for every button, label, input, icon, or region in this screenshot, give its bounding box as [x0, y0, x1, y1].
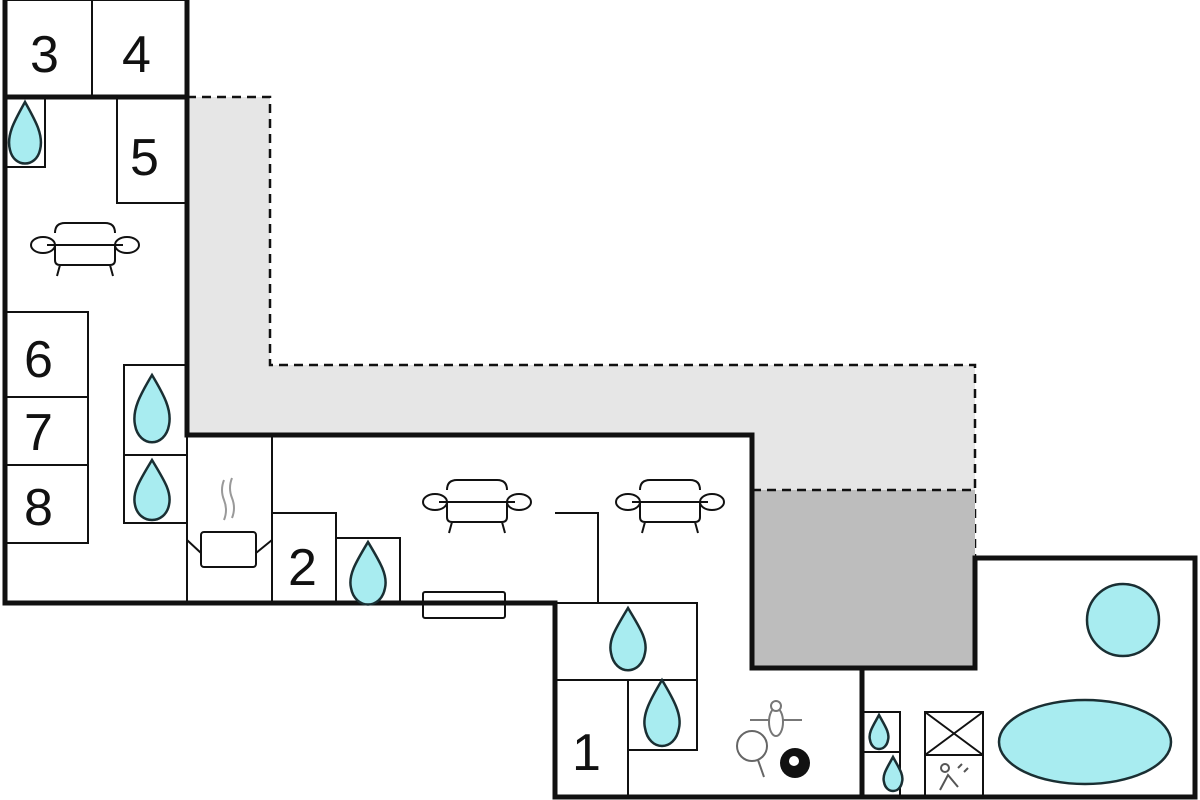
radiator-icon — [422, 591, 506, 619]
sofa-icon — [30, 222, 140, 277]
bathroom-box — [4, 96, 46, 168]
room-number-3: 3 — [30, 26, 59, 84]
sauna-icon — [939, 763, 969, 791]
hot-tub-icon — [1085, 582, 1161, 658]
water-drop-icon — [868, 712, 890, 751]
foosball-icon — [750, 700, 802, 737]
pool-icon — [997, 698, 1173, 786]
stove-icon — [186, 477, 273, 568]
room-number-6: 6 — [24, 331, 53, 389]
room-number-8: 8 — [24, 479, 53, 537]
sofa-icon — [422, 479, 532, 534]
sauna-room — [924, 754, 984, 798]
water-drop-icon — [643, 677, 681, 748]
water-drop-icon — [882, 754, 904, 793]
table-tennis-icon — [736, 730, 768, 778]
room-8 — [4, 464, 89, 544]
terrace-dashed-outline — [187, 95, 977, 558]
room-number-4: 4 — [122, 26, 151, 84]
water-drop-icon — [349, 539, 387, 606]
pool-area — [752, 490, 975, 668]
room-number-2: 2 — [288, 539, 317, 597]
kitchen — [186, 434, 273, 604]
bathroom-box — [554, 602, 698, 681]
room-number-1: 1 — [572, 724, 601, 782]
water-drop-icon — [133, 372, 171, 444]
water-drop-icon — [609, 605, 647, 672]
room-number-5: 5 — [130, 129, 159, 187]
partition-wall — [555, 512, 599, 603]
water-drop-icon — [7, 99, 43, 165]
billiard-ball-icon — [780, 748, 810, 778]
sofa-icon — [615, 479, 725, 534]
terrace-area — [187, 97, 975, 490]
room-5 — [116, 96, 188, 204]
cross-icon — [924, 711, 984, 756]
room-number-7: 7 — [24, 404, 53, 462]
water-drop-icon — [133, 457, 171, 522]
